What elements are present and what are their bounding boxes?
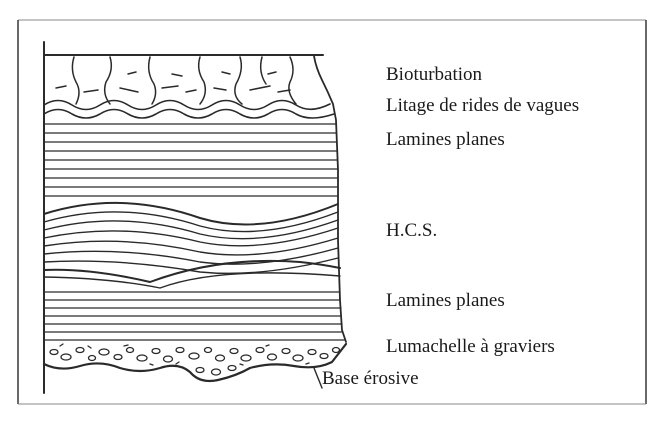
lumachelle-zone — [50, 344, 340, 375]
bioturbation-zone — [56, 57, 296, 104]
label-bioturbation: Bioturbation — [386, 64, 483, 85]
label-planar-laminae-lower: Lamines planes — [386, 290, 505, 311]
label-erosive-base: Base érosive — [322, 368, 419, 389]
lower-planar-laminae — [44, 292, 344, 340]
upper-planar-laminae — [44, 124, 338, 196]
label-hcs: H.C.S. — [386, 220, 437, 241]
base-pointer-line — [314, 368, 322, 388]
hcs-zone — [44, 203, 340, 288]
label-planar-laminae-upper: Lamines planes — [386, 129, 505, 150]
column-right-edge — [314, 56, 346, 342]
wave-ripple-zone — [44, 101, 334, 119]
erosive-base — [44, 344, 346, 381]
label-wave-ripples: Litage de rides de vagues — [386, 95, 579, 116]
label-lumachelle: Lumachelle à graviers — [386, 336, 555, 357]
